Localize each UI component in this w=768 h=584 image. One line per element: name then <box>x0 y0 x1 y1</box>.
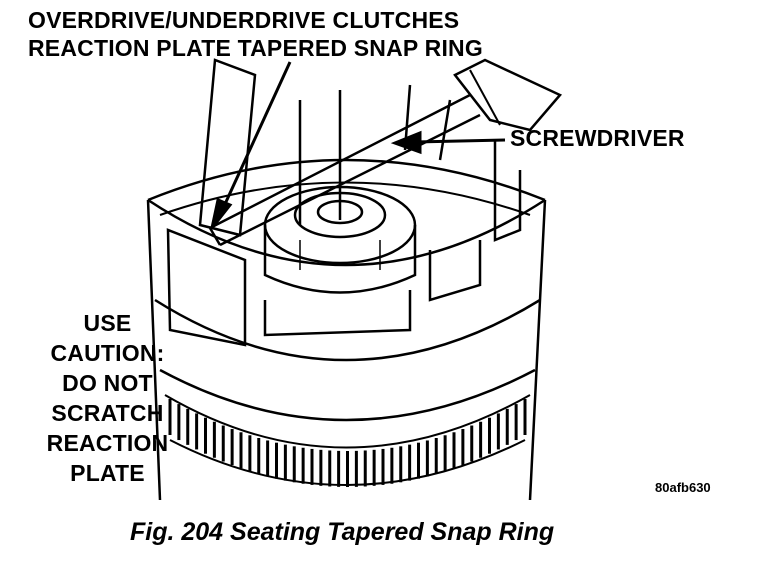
snap-ring-callout: OVERDRIVE/UNDERDRIVE CLUTCHES REACTION P… <box>28 6 483 62</box>
drum-lip <box>147 198 546 267</box>
caution-line: REACTION <box>46 430 169 456</box>
caution-line: PLATE <box>70 460 145 486</box>
caution-line: SCRATCH <box>51 400 164 426</box>
caution-callout: USE CAUTION: DO NOT SCRATCH REACTION PLA… <box>40 308 175 488</box>
caution-line: DO NOT <box>62 370 153 396</box>
screwdriver-illustration <box>208 58 563 247</box>
caution-line: CAUTION: <box>50 340 165 366</box>
caution-line: USE <box>83 310 132 336</box>
figure-code: 80afb630 <box>655 480 711 495</box>
leader-arrows <box>210 61 506 229</box>
figure-caption: Fig. 204 Seating Tapered Snap Ring <box>130 518 555 546</box>
snap-ring-label-line1: OVERDRIVE/UNDERDRIVE CLUTCHES <box>28 7 460 33</box>
screwdriver-label: SCREWDRIVER <box>510 125 685 151</box>
drum-top-rim <box>147 158 546 202</box>
snap-ring-label-line2: REACTION PLATE TAPERED SNAP RING <box>28 35 483 61</box>
drum-outer-wall <box>146 199 547 501</box>
clutch-hub <box>263 185 417 294</box>
